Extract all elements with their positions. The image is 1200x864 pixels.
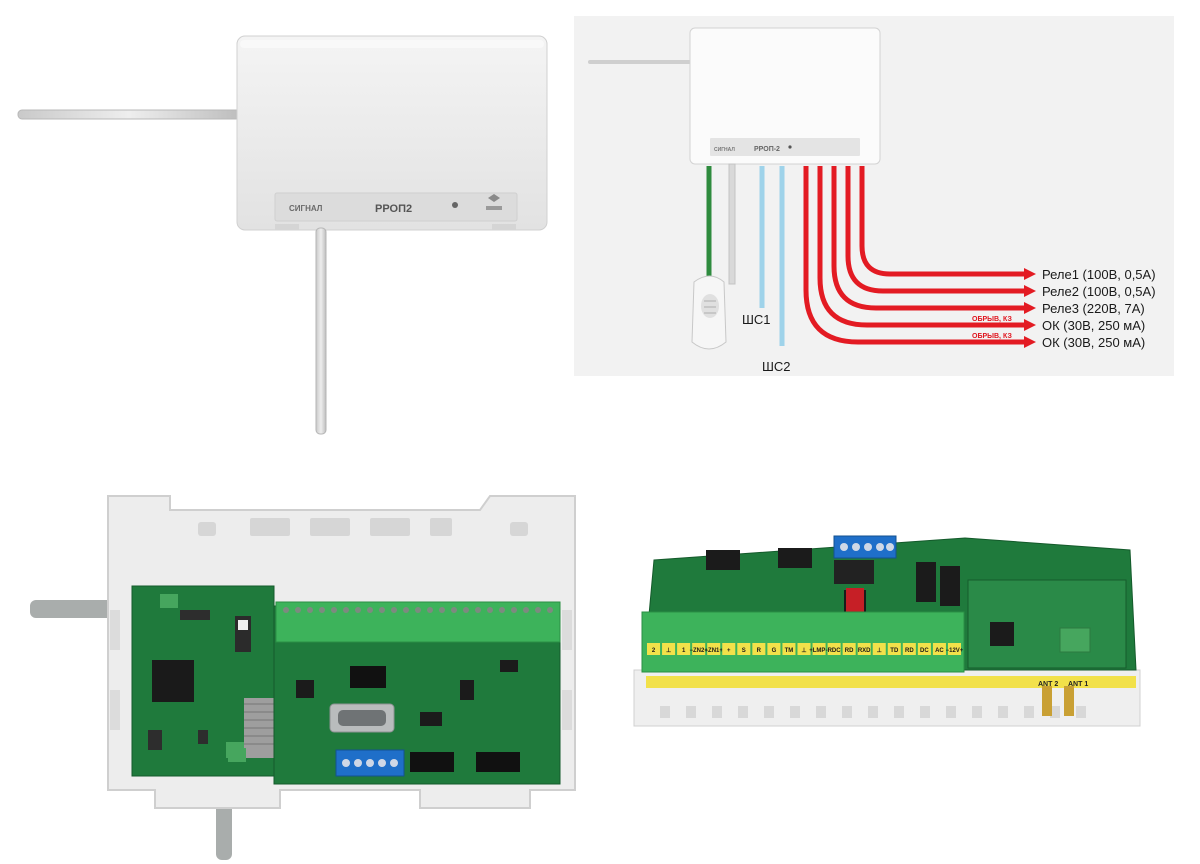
ok1-wire (817, 166, 1024, 328)
terminal-label-bg (707, 643, 721, 655)
terminal-label: RD (845, 648, 854, 654)
logo-icon (488, 194, 500, 202)
relay1-wire (859, 166, 1024, 277)
terminal-label-bg (737, 643, 751, 655)
terminal-label: S (742, 648, 746, 654)
terminal-label: RXD (858, 648, 871, 654)
terminal-label: +LMP− (809, 648, 829, 654)
terminal-label-bg (752, 643, 766, 655)
loop1-label: ШС1 (742, 312, 771, 327)
relay3-wire (831, 166, 1024, 311)
terminal-label-bg (842, 643, 856, 655)
terminal-label: + (727, 648, 731, 654)
terminal-label-bg (647, 643, 661, 655)
board-terminal-row (641, 611, 965, 673)
device-case (236, 35, 548, 231)
loop2-label: ШС2 (762, 359, 791, 374)
open-enclosure-panel (30, 490, 590, 860)
terminal-label: ⊥ (801, 647, 806, 654)
terminal-label: ⊥ (877, 647, 882, 654)
terminal-label: RD (905, 648, 914, 654)
diagram-model: РРОП-2 (754, 146, 780, 153)
terminal-label-bg (782, 643, 796, 655)
terminal-label-bg (932, 643, 946, 655)
terminal-label-bg (947, 643, 961, 655)
terminal-label: −ZN2+ (689, 648, 708, 654)
terminal-label-bg (767, 643, 781, 655)
terminal-label-bg (887, 643, 901, 655)
label-strip (274, 192, 518, 222)
diagram-device (689, 27, 881, 165)
terminal-label-bg (797, 643, 811, 655)
device-photo-panel: СИГНАЛ РРОП2 (0, 0, 570, 450)
terminal-block-top (275, 601, 561, 643)
device-photo: СИГНАЛ РРОП2 (17, 35, 548, 435)
terminal-label: G (772, 648, 777, 654)
terminal-label-bg (872, 643, 886, 655)
terminal-label: −ZN1+ (705, 648, 724, 654)
terminal-label: TD (890, 648, 899, 654)
terminal-label: 1 (682, 648, 686, 654)
output-label-ok1: ОК (30В, 250 мА) (1042, 318, 1145, 333)
output-label-ok2: ОК (30В, 250 мА) (1042, 335, 1145, 350)
antenna-connectors (1042, 686, 1074, 716)
antenna-left (17, 109, 241, 120)
label-strip-yellow (646, 676, 1136, 688)
relay2-wire (845, 166, 1024, 294)
wiring-diagram: СИГНАЛ РРОП-2 ШС1 ШС2 (588, 27, 1156, 374)
antenna-label-1: ANT 1 (1068, 681, 1088, 688)
terminal-label-bg (857, 643, 871, 655)
motion-sensor-icon (691, 275, 727, 350)
terminal-label-bg (812, 643, 826, 655)
brand-label: СИГНАЛ (289, 204, 323, 213)
terminal-label: TM (785, 648, 794, 654)
terminal-label: R (757, 648, 762, 654)
terminal-label: ⊥ (666, 647, 671, 654)
led-indicator (452, 202, 458, 208)
output-label-relay3: Реле3 (220В, 7А) (1042, 301, 1145, 316)
wiring-diagram-panel: СИГНАЛ РРОП-2 ШС1 ШС2 (574, 16, 1174, 376)
terminal-label: AC (935, 648, 944, 654)
model-label: РРОП2 (375, 203, 412, 215)
terminal-label-bg (902, 643, 916, 655)
fault-label-2: ОБРЫВ, КЗ (972, 333, 1012, 340)
output-label-relay1: Реле1 (100В, 0,5А) (1042, 267, 1156, 282)
output-label-relay2: Реле2 (100В, 0,5А) (1042, 284, 1156, 299)
terminal-label-bg (662, 643, 676, 655)
antenna-bottom (315, 227, 327, 435)
terminal-label-bg (692, 643, 706, 655)
diagram-brand: СИГНАЛ (714, 147, 735, 153)
terminal-label-bg (722, 643, 736, 655)
terminal-label-bg (677, 643, 691, 655)
terminal-label: DC (920, 648, 929, 654)
terminal-label: 2 (652, 648, 656, 654)
fault-label-1: ОБРЫВ, КЗ (972, 316, 1012, 323)
antenna-label-2: ANT 2 (1038, 681, 1058, 688)
terminal-label: −12V+ (946, 648, 964, 654)
diagram-antenna (588, 60, 692, 64)
terminal-label: RDC (828, 648, 842, 654)
terminal-label-bg (827, 643, 841, 655)
terminal-label-bg (917, 643, 931, 655)
open-enclosure-photo (30, 495, 576, 860)
ok2-wire (803, 166, 1024, 345)
